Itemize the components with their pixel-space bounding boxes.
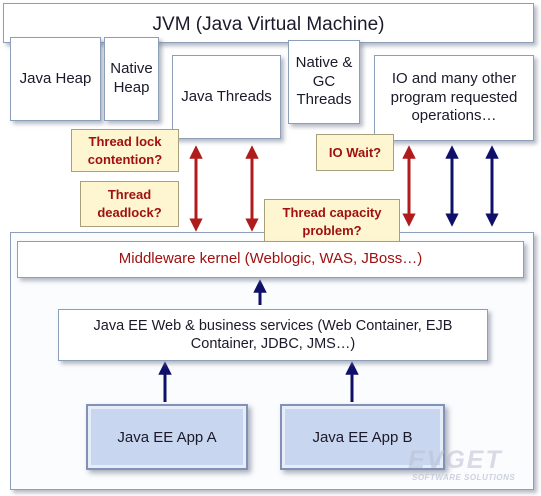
io-operations-box: IO and many other program requested oper… <box>374 55 534 141</box>
middleware-kernel-box: Middleware kernel (Weblogic, WAS, JBoss…… <box>17 241 524 278</box>
thread-capacity-note: Thread capacity problem? <box>264 199 400 244</box>
middleware-kernel-label: Middleware kernel (Weblogic, WAS, JBoss…… <box>118 250 423 268</box>
thread-lock-contention-label: Thread lock contention? <box>87 133 163 167</box>
io-operations-label: IO and many other program requested oper… <box>390 69 518 125</box>
java-ee-app-b: Java EE App B <box>280 404 445 470</box>
jvm-title-box: JVM (Java Virtual Machine) <box>3 3 534 43</box>
java-threads-label: Java Threads <box>181 87 272 105</box>
web-business-services-label: Java EE Web & business services (Web Con… <box>93 317 453 352</box>
java-ee-app-a: Java EE App A <box>86 404 248 470</box>
watermark-brand: EVGET <box>408 446 503 474</box>
java-ee-app-a-label: Java EE App A <box>117 428 217 446</box>
jvm-title: JVM (Java Virtual Machine) <box>152 14 385 35</box>
native-gc-threads-label: Native & GC Threads <box>295 53 353 109</box>
web-business-services-box: Java EE Web & business services (Web Con… <box>58 309 488 361</box>
native-heap-box: Native Heap <box>104 37 159 121</box>
watermark-tagline: SOFTWARE SOLUTIONS <box>412 473 516 482</box>
evget-watermark: EVGET SOFTWARE SOLUTIONS <box>408 446 533 486</box>
java-threads-box: Java Threads <box>172 55 281 139</box>
thread-lock-contention-note: Thread lock contention? <box>71 129 179 172</box>
native-heap-label: Native Heap <box>110 60 153 96</box>
io-wait-label: IO Wait? <box>328 144 382 160</box>
thread-capacity-label: Thread capacity problem? <box>282 204 382 238</box>
java-ee-app-b-label: Java EE App B <box>312 428 413 446</box>
java-heap-box: Java Heap <box>10 37 101 121</box>
thread-deadlock-note: Thread deadlock? <box>80 181 179 227</box>
thread-deadlock-label: Thread deadlock? <box>97 187 162 220</box>
io-wait-note: IO Wait? <box>316 134 394 171</box>
java-heap-label: Java Heap <box>19 69 92 87</box>
native-gc-threads-box: Native & GC Threads <box>288 40 360 124</box>
